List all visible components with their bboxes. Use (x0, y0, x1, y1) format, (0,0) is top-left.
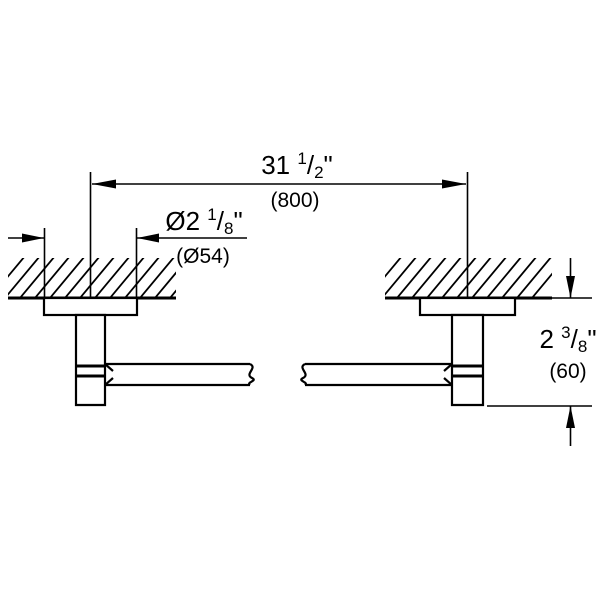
right-post (450, 313, 485, 407)
right-flange (418, 296, 517, 317)
projection-depth-metric-label: (60) (549, 360, 586, 383)
overall-dim-arrow-right (442, 179, 466, 189)
projection-depth-label: 2 3/8" (539, 323, 596, 356)
flange-diameter-metric-label: (Ø54) (176, 245, 230, 268)
towel-bar-left-segment (104, 362, 255, 387)
projection-depth-dimension: 2 3/8" (60) (487, 258, 597, 446)
projection-dim-arrow-bottom (566, 406, 575, 428)
right-wall-mount (418, 296, 517, 407)
flange-diameter-label: Ø2 1/8" (165, 205, 242, 238)
extension-lines (43, 172, 469, 298)
towel-bar-right-segment (300, 362, 453, 387)
flange-dim-arrow-left (22, 233, 44, 243)
left-wall-mount (42, 296, 139, 407)
flange-dim-arrow-right (137, 233, 159, 243)
overall-length-label: 31 1/2" (261, 149, 333, 182)
left-flange (42, 296, 139, 317)
projection-dim-arrow-top (566, 276, 575, 298)
overall-dim-arrow-left (92, 179, 116, 189)
overall-length-metric-label: (800) (270, 189, 319, 212)
bar-break-symbol-right (300, 363, 307, 386)
bar-break-symbol-left (248, 363, 255, 386)
left-post (74, 313, 107, 407)
bar-right-top-chamfer (443, 363, 453, 372)
bar-left-top-chamfer (104, 363, 114, 372)
flange-diameter-dimension: Ø2 1/8" (Ø54) (8, 205, 247, 268)
overall-length-dimension: 31 1/2" (800) (92, 149, 466, 212)
bar-right-bottom-chamfer (443, 377, 453, 386)
bar-left-bottom-chamfer (104, 377, 114, 386)
